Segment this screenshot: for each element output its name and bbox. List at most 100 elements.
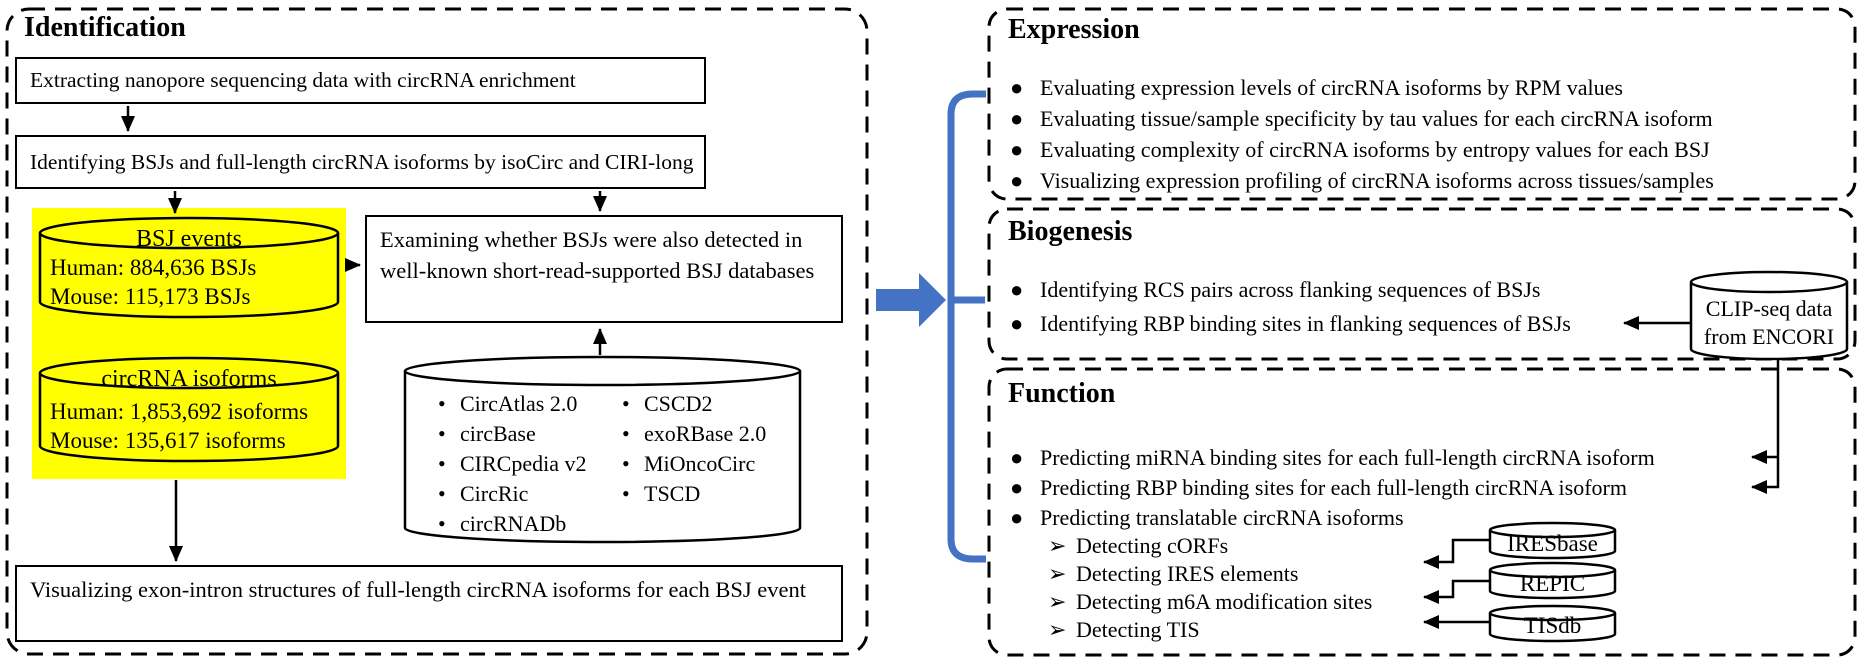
- isoform-human-count: Human: 1,853,692 isoforms: [50, 399, 309, 424]
- bullet-text: Detecting m6A modification sites: [1076, 589, 1373, 614]
- function-panel-border: [987, 367, 1857, 657]
- list-item: • CSCD2: [622, 389, 766, 419]
- identification-title: Identification: [24, 12, 186, 43]
- bsj-mouse-count: Mouse: 115,173 BSJs: [50, 284, 251, 309]
- databases-cylinder-shape: [403, 355, 802, 544]
- list-item: ● Evaluating tissue/sample specificity by…: [1010, 103, 1714, 134]
- database-name: MiOncoCirc: [644, 451, 756, 476]
- list-item: • TSCD: [622, 479, 766, 509]
- bsj-cylinder-shape: [38, 216, 340, 319]
- bullet-text: Detecting TIS: [1076, 617, 1200, 642]
- bsj-cylinder-title: BSJ events: [135, 226, 242, 252]
- repic-cylinder-shape: [1488, 561, 1617, 600]
- highlight-region: [32, 208, 346, 479]
- database-list-col1: • CircAtlas 2.0 • circBase • CIRCpedia v2 •…: [438, 389, 587, 539]
- arrow-bullet-icon: ➢: [1048, 617, 1067, 642]
- list-item: ●Evaluating complexity of circRNA isofor…: [1010, 134, 1714, 165]
- isoform-cylinder-shape: [38, 356, 340, 463]
- bullet-icon: ●: [1010, 277, 1024, 302]
- list-item: • exoRBase 2.0: [622, 419, 766, 449]
- bullet-text: Predicting RBP binding sites for each fu…: [1040, 475, 1627, 500]
- clip-cylinder-line1: CLIP-seq data: [1705, 296, 1833, 321]
- biogenesis-bullets: ● Identifying RCS pairs across flanking s…: [1010, 273, 1571, 341]
- bullet-icon: ●: [1010, 475, 1024, 500]
- extract-data-box: Extracting nanopore sequencing data with…: [15, 57, 706, 104]
- list-item: ➢ Detecting cORFs: [1048, 532, 1372, 560]
- tisdb-label: TISdb: [1523, 613, 1582, 638]
- dot-bullet-icon: •: [438, 421, 446, 446]
- bullet-icon: ●: [1010, 137, 1024, 162]
- bullet-icon: ●: [1010, 168, 1024, 193]
- database-name: exoRBase 2.0: [644, 421, 767, 446]
- function-title: Function: [1008, 378, 1116, 409]
- bullet-icon: ●: [1010, 311, 1024, 336]
- repic-label: REPIC: [1519, 571, 1586, 596]
- dot-bullet-icon: •: [438, 451, 446, 476]
- database-name: CircRic: [460, 481, 529, 506]
- list-item: • MiOncoCirc: [622, 449, 766, 479]
- database-name: CircAtlas 2.0: [460, 391, 578, 416]
- clip-seq-cylinder-shape: [1689, 270, 1849, 361]
- bullet-text: Predicting translatable circRNA isoforms: [1040, 505, 1404, 530]
- list-item: ➢ Detecting TIS: [1048, 616, 1372, 644]
- database-name: CIRCpedia v2: [460, 451, 587, 476]
- expression-title: Expression: [1008, 14, 1140, 45]
- list-item: ● Visualizing expression profiling of cir…: [1010, 165, 1714, 196]
- dot-bullet-icon: •: [438, 511, 446, 536]
- arrow-bullet-icon: ➢: [1048, 561, 1067, 586]
- dot-bullet-icon: •: [622, 451, 630, 476]
- visualize-structures-box: Visualizing exon-intron structures of fu…: [15, 565, 843, 642]
- database-list-col2: • CSCD2 • exoRBase 2.0 • MiOncoCirc • TSCD: [622, 389, 766, 509]
- isoform-cylinder-title: circRNA isoforms: [101, 366, 277, 392]
- dot-bullet-icon: •: [438, 481, 446, 506]
- dot-bullet-icon: •: [622, 391, 630, 416]
- function-bullets: ● Predicting miRNA binding sites for each…: [1010, 443, 1655, 533]
- arrow-bullet-icon: ➢: [1048, 589, 1067, 614]
- list-item: ● Predicting translatable circRNA isoform…: [1010, 503, 1655, 533]
- dot-bullet-icon: •: [622, 421, 630, 446]
- database-name: CSCD2: [644, 391, 713, 416]
- identify-bsj-box: Identifying BSJs and full-length circRNA…: [15, 135, 706, 189]
- bullet-text: Detecting cORFs: [1076, 533, 1229, 558]
- list-item: ●Predicting miRNA binding sites for each…: [1010, 443, 1655, 473]
- list-item: ➢ Detecting m6A modification sites: [1048, 588, 1372, 616]
- dot-bullet-icon: •: [622, 481, 630, 506]
- function-sub-bullets: ➢ Detecting cORFs ➢ Detecting IRES element…: [1048, 532, 1372, 644]
- bullet-text: Identifying RCS pairs across flanking se…: [1040, 277, 1541, 302]
- bsj-human-count: Human: 884,636 BSJs: [50, 255, 257, 280]
- tisdb-cylinder-shape: [1488, 604, 1617, 643]
- database-name: circBase: [460, 421, 536, 446]
- list-item: ● Identifying RCS pairs across flanking s…: [1010, 273, 1571, 307]
- list-item: • circRNADb: [438, 509, 587, 539]
- list-item: • circBase: [438, 419, 587, 449]
- bullet-icon: ●: [1010, 75, 1024, 100]
- identification-panel-border: [5, 7, 869, 656]
- biogenesis-panel-border: [987, 207, 1857, 361]
- bullet-text: Evaluating tissue/sample specificity by …: [1040, 106, 1713, 131]
- biogenesis-title: Biogenesis: [1008, 216, 1133, 247]
- bullet-text: Predicting miRNA binding sites for each …: [1040, 445, 1655, 470]
- arrow-bullet-icon: ➢: [1048, 533, 1067, 558]
- bullet-text: Identifying RBP binding sites in flankin…: [1040, 311, 1571, 336]
- bullet-icon: ●: [1010, 106, 1024, 131]
- list-item: ➢ Detecting IRES elements: [1048, 560, 1372, 588]
- clip-cylinder-line2: from ENCORI: [1703, 324, 1835, 349]
- iresbase-cylinder-shape: [1488, 521, 1617, 560]
- iresbase-label: IRESbase: [1507, 531, 1598, 556]
- list-item: • CIRCpedia v2: [438, 449, 587, 479]
- expression-bullets: ● Evaluating expression levels of circRNA…: [1010, 72, 1714, 196]
- database-name: circRNADb: [460, 511, 567, 536]
- bullet-icon: ●: [1010, 505, 1024, 530]
- database-name: TSCD: [644, 481, 701, 506]
- list-item: • CircRic: [438, 479, 587, 509]
- list-item: • CircAtlas 2.0: [438, 389, 587, 419]
- list-item: ● Evaluating expression levels of circRNA…: [1010, 72, 1714, 103]
- bullet-text: Evaluating expression levels of circRNA …: [1040, 75, 1623, 100]
- examine-databases-box: Examining whether BSJs were also detecte…: [365, 215, 843, 323]
- bullet-text: Detecting IRES elements: [1076, 561, 1299, 586]
- bullet-text: Visualizing expression profiling of circ…: [1040, 168, 1714, 193]
- list-item: ● Identifying RBP binding sites in flanki…: [1010, 307, 1571, 341]
- dot-bullet-icon: •: [438, 391, 446, 416]
